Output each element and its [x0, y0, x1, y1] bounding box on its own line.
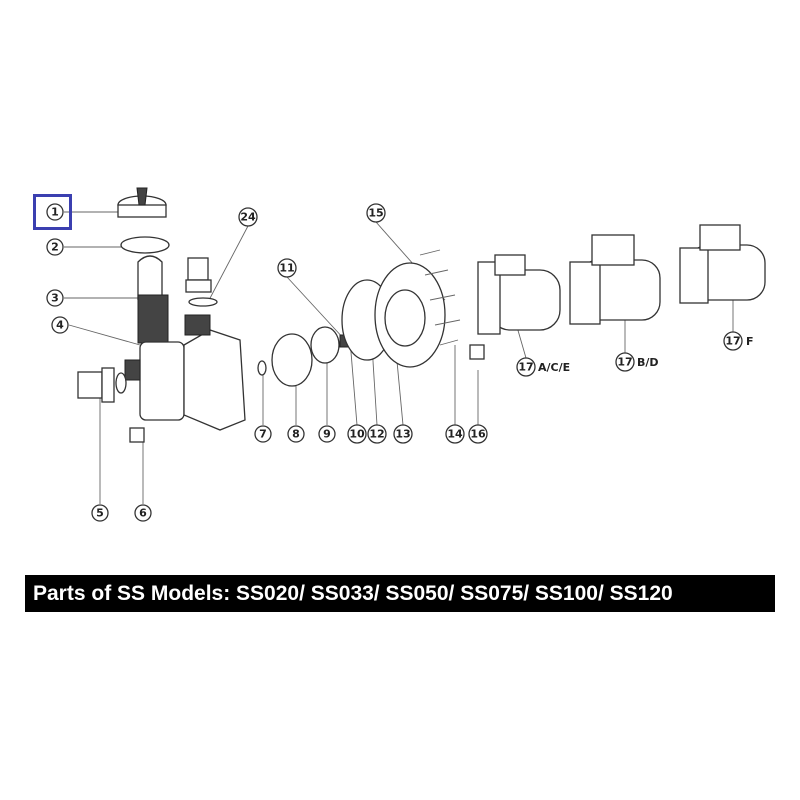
callout-17-f: 17	[723, 331, 743, 351]
callout-3: 3	[46, 289, 64, 307]
callout-5: 5	[91, 504, 109, 522]
callout-13: 13	[393, 424, 413, 444]
callout-11: 11	[277, 258, 297, 278]
motor-f	[679, 224, 766, 304]
svg-text:10: 10	[349, 428, 365, 441]
svg-text:6: 6	[139, 507, 147, 520]
svg-text:4: 4	[56, 319, 64, 332]
callout-4: 4	[51, 316, 69, 334]
callout-17-bd-suffix: B/D	[637, 356, 659, 369]
svg-text:12: 12	[369, 428, 384, 441]
callout-12: 12	[367, 424, 387, 444]
callout-15: 15	[366, 203, 386, 223]
strainer-basket	[137, 255, 169, 344]
svg-text:15: 15	[368, 207, 383, 220]
callout-10: 10	[347, 424, 367, 444]
union-fitting-top	[185, 257, 218, 307]
seal-plate	[374, 262, 446, 368]
svg-text:17: 17	[725, 335, 740, 348]
callout-17-ace-suffix: A/C/E	[538, 361, 570, 374]
bolts	[419, 249, 461, 346]
callout-1: 1	[46, 203, 64, 221]
svg-text:14: 14	[447, 428, 463, 441]
callout-1-highlight-box	[33, 194, 72, 230]
diffuser	[271, 333, 313, 387]
callout-14: 14	[445, 424, 465, 444]
callout-17-bd: 17	[615, 352, 635, 372]
callout-24: 24	[238, 207, 258, 227]
impeller	[310, 326, 340, 364]
motor-bd	[569, 234, 661, 325]
callout-17-f-suffix: F	[746, 335, 754, 348]
svg-text:16: 16	[470, 428, 486, 441]
svg-text:8: 8	[292, 428, 300, 441]
motor-ace	[477, 254, 561, 335]
callout-2: 2	[46, 238, 64, 256]
o-ring-7	[257, 360, 267, 376]
union-fitting	[77, 367, 127, 403]
o-ring-lid	[120, 236, 170, 254]
pump-body	[124, 314, 246, 431]
svg-text:1: 1	[51, 206, 59, 219]
svg-text:9: 9	[323, 428, 331, 441]
callout-16: 16	[468, 424, 488, 444]
svg-text:5: 5	[96, 507, 104, 520]
callout-17-ace: 17	[516, 357, 536, 377]
svg-text:2: 2	[51, 241, 59, 254]
callout-6: 6	[134, 504, 152, 522]
svg-text:11: 11	[279, 262, 294, 275]
svg-text:7: 7	[259, 428, 267, 441]
motor-foot	[469, 344, 485, 360]
callout-8: 8	[287, 425, 305, 443]
svg-text:17: 17	[518, 361, 533, 374]
drain-plug	[129, 427, 145, 443]
callout-9: 9	[318, 425, 336, 443]
svg-text:13: 13	[395, 428, 410, 441]
svg-text:17: 17	[617, 356, 632, 369]
svg-text:3: 3	[51, 292, 59, 305]
callout-7: 7	[254, 425, 272, 443]
svg-text:24: 24	[240, 211, 256, 224]
lid	[117, 187, 167, 218]
models-banner: Parts of SS Models: SS020/ SS033/ SS050/…	[25, 575, 775, 612]
